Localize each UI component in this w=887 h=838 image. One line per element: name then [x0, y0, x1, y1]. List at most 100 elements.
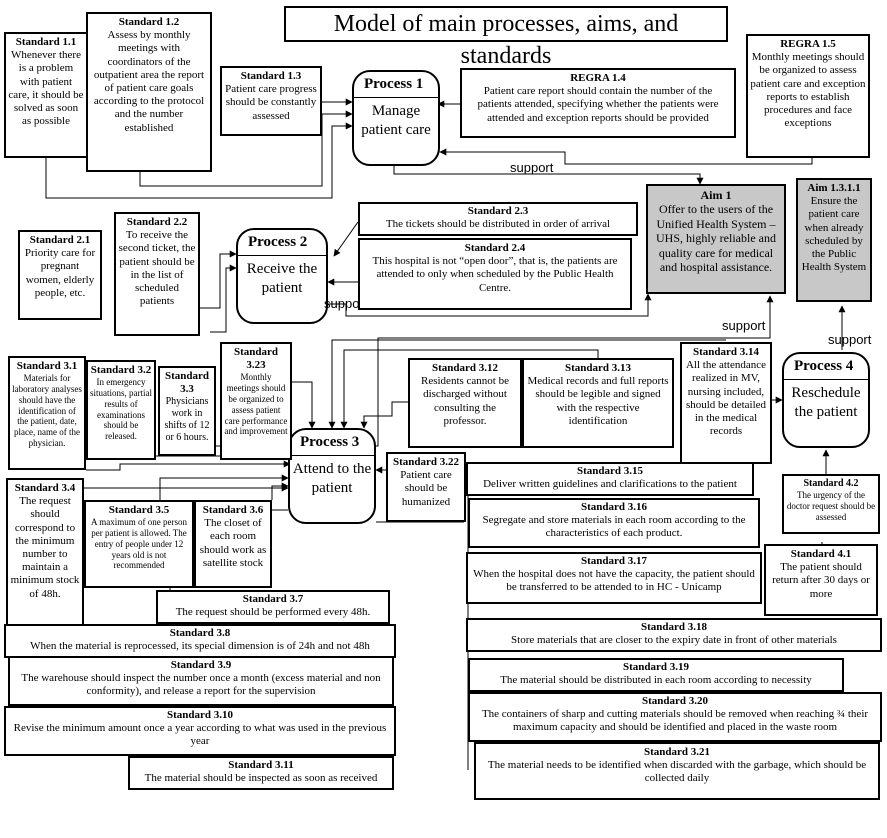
process-3: Process 3 Attend to the patient [288, 428, 376, 524]
standard-3-14: Standard 3.14 All the attendance realize… [680, 342, 772, 464]
standard-3-17-head: Standard 3.17 [580, 555, 648, 567]
process-2: Process 2 Receive the patient [236, 228, 328, 324]
standard-2-3-text: The tickets should be distributed in ord… [385, 218, 611, 231]
standard-1-2: Standard 1.2 Assess by monthly meetings … [86, 12, 212, 172]
standard-3-22-head: Standard 3.22 [392, 456, 460, 468]
standard-3-9-text: The warehouse should inspect the number … [21, 672, 381, 698]
standard-3-2: Standard 3.2 In emergency situations, pa… [86, 360, 156, 460]
standard-1-2-text: Assess by monthly meetings with coordina… [93, 29, 205, 134]
standard-3-12-text: Residents cannot be discharged without c… [421, 375, 509, 427]
standard-3-13-head: Standard 3.13 [564, 362, 632, 374]
standard-3-13-text: Medical records and full reports should … [527, 375, 669, 427]
standard-3-17: Standard 3.17 When the hospital does not… [466, 552, 762, 604]
standard-3-19-head: Standard 3.19 [622, 661, 690, 673]
standard-3-17-text: When the hospital does not have the capa… [473, 568, 755, 594]
diagram-title: Model of main processes, aims, and stand… [284, 6, 728, 69]
link-s2_1-p2 [200, 250, 237, 309]
standard-3-5: Standard 3.5 A maximum of one person per… [84, 500, 194, 588]
standard-3-9: Standard 3.9 The warehouse should inspec… [8, 656, 394, 706]
standard-1-1-text: Whenever there is a problem with patient… [8, 49, 84, 128]
standard-3-7-head: Standard 3.7 [242, 593, 304, 605]
support-label-2: support [324, 296, 368, 311]
standard-3-21: Standard 3.21 The material needs to be i… [474, 742, 880, 800]
standard-2-3: Standard 2.3 The tickets should be distr… [358, 202, 638, 236]
standard-2-4-head: Standard 2.4 [464, 242, 526, 254]
standard-3-12-head: Standard 3.12 [431, 362, 499, 374]
process-2-text: Receive the patient [246, 261, 318, 296]
standard-3-8: Standard 3.8 When the material is reproc… [4, 624, 396, 658]
standard-3-23: Standard 3.23 Monthly meetings should be… [220, 342, 292, 460]
standard-3-3: Standard 3.3 Physicians work in shifts o… [158, 366, 216, 456]
standard-4-2-text: The urgency of the doctor request should… [786, 490, 876, 522]
regra-1-5-text: Monthly meetings should be organized to … [750, 51, 866, 130]
standard-3-5-text: A maximum of one person per patient is a… [91, 517, 187, 571]
process-4: Process 4 Reschedule the patient [782, 352, 870, 448]
standard-2-2-head: Standard 2.2 [126, 216, 188, 228]
standard-3-14-head: Standard 3.14 [692, 346, 760, 358]
standard-3-10-text: Revise the minimum amount once a year ac… [13, 722, 387, 748]
standard-3-5-head: Standard 3.5 [108, 504, 170, 516]
standard-3-1-head: Standard 3.1 [16, 360, 78, 372]
standard-3-21-head: Standard 3.21 [643, 746, 711, 758]
process-1-text: Manage patient care [361, 103, 431, 138]
standard-3-16-text: Segregate and store materials in each ro… [482, 514, 746, 540]
regra-1-4-text: Patient care report should contain the n… [477, 85, 719, 124]
standard-1-3-head: Standard 1.3 [240, 70, 302, 82]
standard-3-4-head: Standard 3.4 [14, 482, 76, 494]
standard-3-1: Standard 3.1 Materials for laboratory an… [8, 356, 86, 470]
standard-3-12: Standard 3.12 Residents cannot be discha… [408, 358, 522, 448]
standard-3-22: Standard 3.22 Patient care should be hum… [386, 452, 466, 522]
standard-3-6-head: Standard 3.6 [202, 504, 264, 516]
regra-1-4-head: REGRA 1.4 [570, 72, 626, 84]
process-4-text: Reschedule the patient [791, 385, 861, 420]
standard-3-3-head: Standard 3.3 [164, 370, 210, 396]
standard-2-1-text: Priority care for pregnant women, elderl… [24, 247, 96, 299]
link-s2_2-p2 [210, 264, 237, 333]
standard-3-20-text: The containers of sharp and cutting mate… [481, 708, 869, 734]
standard-3-21-text: The material needs to be identified when… [487, 759, 867, 785]
standard-2-1-head: Standard 2.1 [29, 234, 91, 246]
standard-3-13: Standard 3.13 Medical records and full r… [522, 358, 674, 448]
standard-3-11-text: The material should be inspected as soon… [144, 772, 378, 785]
standard-3-8-text: When the material is reprocessed, its sp… [30, 640, 370, 653]
standard-1-3: Standard 1.3 Patient care progress shoul… [220, 66, 322, 136]
standard-4-1: Standard 4.1 The patient should return a… [764, 544, 878, 616]
standard-3-20: Standard 3.20 The containers of sharp an… [468, 692, 882, 742]
support-label-4: support [828, 332, 872, 347]
link-s3_23-p3 [292, 381, 316, 429]
standard-3-10: Standard 3.10 Revise the minimum amount … [4, 706, 396, 756]
aim-1-3-1-1: Aim 1.3.1.1 Ensure the patient care when… [796, 178, 872, 302]
standard-3-23-text: Monthly meetings should be organized to … [224, 372, 288, 437]
standard-2-2-text: To receive the second ticket, the patien… [118, 229, 196, 308]
support-label-1: support [510, 160, 554, 175]
link-s2_3-p2 [333, 221, 359, 257]
aim-1-3-1-1-text: Ensure the patient care when already sch… [801, 195, 867, 274]
process-4-head: Process 4 [784, 354, 868, 380]
regra-1-4: REGRA 1.4 Patient care report should con… [460, 68, 736, 138]
standard-3-2-head: Standard 3.2 [90, 364, 152, 376]
standard-3-19-text: The material should be distributed in ea… [500, 674, 812, 687]
standard-3-15-text: Deliver written guidelines and clarifica… [483, 478, 737, 491]
standard-4-1-head: Standard 4.1 [790, 548, 852, 560]
standard-1-3-text: Patient care progress should be constant… [225, 83, 317, 122]
standard-3-6-text: The closet of each room should work as s… [199, 517, 267, 569]
process-1: Process 1 Manage patient care [352, 70, 440, 166]
standard-3-16-head: Standard 3.16 [580, 501, 648, 513]
aim-1-text: Offer to the users of the Unified Health… [656, 202, 776, 274]
standard-3-7: Standard 3.7 The request should be perfo… [156, 590, 390, 624]
link-s3_12-p3 [360, 401, 408, 429]
standard-3-18: Standard 3.18 Store materials that are c… [466, 618, 882, 652]
standard-3-14-text: All the attendance realized in MV, nursi… [685, 359, 767, 438]
standard-4-1-text: The patient should return after 30 days … [772, 561, 870, 600]
link-s3_6-p3 [271, 482, 289, 500]
standard-3-3-text: Physicians work in shifts of 12 or 6 hou… [164, 396, 210, 444]
aim-1-head: Aim 1 [700, 188, 732, 202]
regra-1-5: REGRA 1.5 Monthly meetings should be org… [746, 34, 870, 158]
standard-3-11: Standard 3.11 The material should be ins… [128, 756, 394, 790]
standard-3-9-head: Standard 3.9 [170, 659, 232, 671]
standard-2-2: Standard 2.2 To receive the second ticke… [114, 212, 200, 336]
standard-1-2-head: Standard 1.2 [118, 16, 180, 28]
process-2-head: Process 2 [238, 230, 326, 256]
standard-3-18-head: Standard 3.18 [640, 621, 708, 633]
